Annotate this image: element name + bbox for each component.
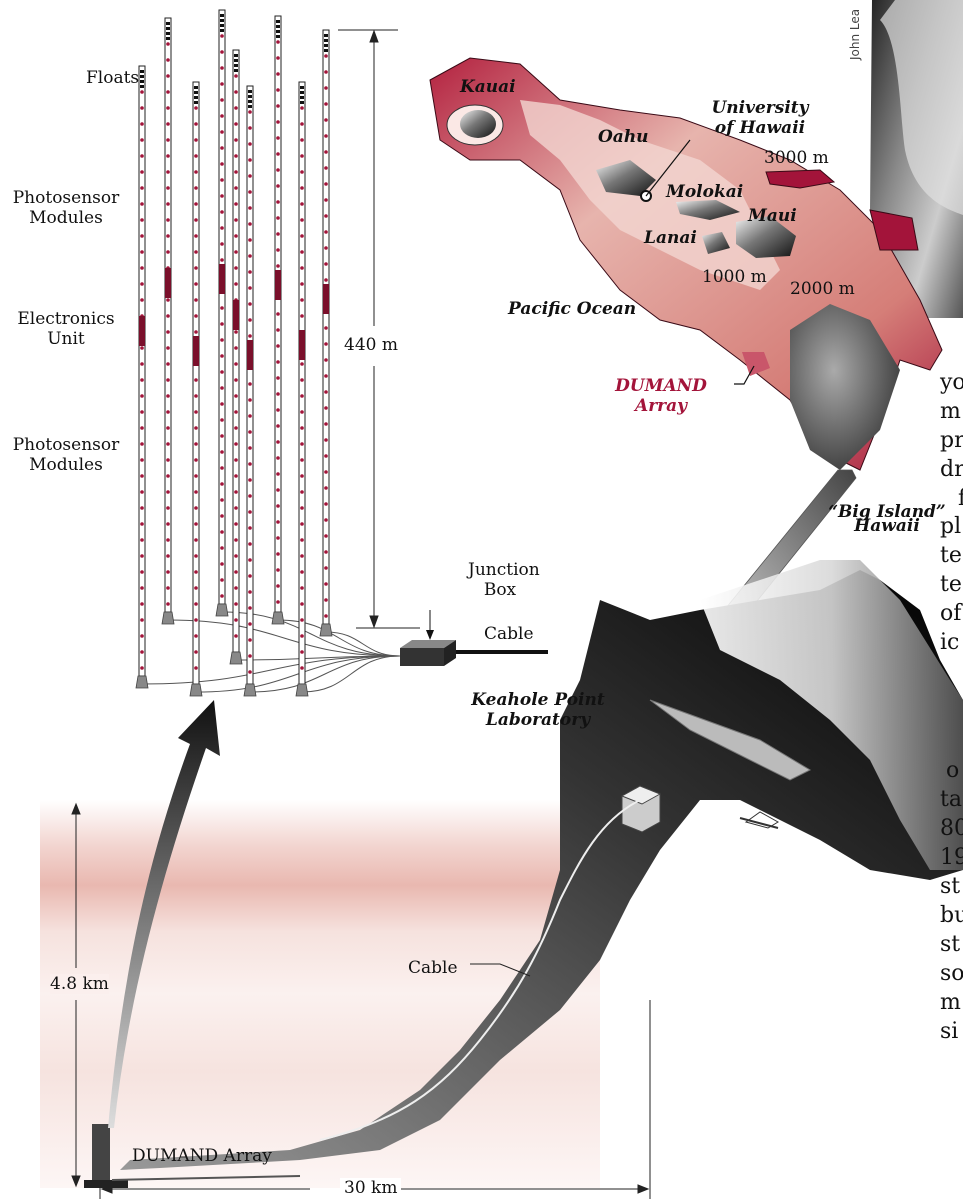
- maui-label: Maui: [748, 206, 797, 226]
- body-text-fragment: bu: [940, 901, 963, 930]
- junction-line-2: Box: [468, 580, 532, 600]
- dumand-array-map-label: DUMAND Array: [606, 376, 716, 416]
- body-text-fragment: so: [940, 959, 963, 988]
- height-label: 440 m: [344, 335, 398, 355]
- photo-credit: John Lea: [848, 9, 862, 60]
- electronics-line-1: Electronics: [4, 309, 128, 329]
- body-text-fragment: st: [940, 872, 960, 901]
- photosensor-line-1: Photosensor: [4, 188, 128, 208]
- electronics-line-2: Unit: [4, 329, 128, 349]
- cable-label-bottom: Cable: [408, 958, 458, 978]
- photosensor-line-2: Modules: [4, 208, 128, 228]
- oahu-label: Oahu: [598, 127, 649, 147]
- photosensor-line-1b: Photosensor: [4, 435, 128, 455]
- floats-label: Floats: [86, 68, 139, 88]
- cable-label-top: Cable: [484, 624, 534, 644]
- body-text-fragment: si: [940, 1017, 958, 1046]
- body-text-fragment: yo: [940, 368, 963, 397]
- body-text-fragment: 80: [940, 814, 963, 843]
- depth-1000-label: 1000 m: [702, 267, 767, 287]
- lanai-label: Lanai: [644, 228, 697, 248]
- photosensor-line-2b: Modules: [4, 455, 128, 475]
- body-text-fragment: o: [946, 756, 959, 785]
- depth-2000-label: 2000 m: [790, 279, 855, 299]
- body-text-fragment: m: [940, 988, 961, 1017]
- dumand-line-1: DUMAND: [606, 376, 716, 396]
- photosensor-modules-label-bottom: Photosensor Modules: [4, 435, 128, 475]
- body-text-fragment: of: [940, 599, 961, 628]
- depth-label: 4.8 km: [50, 974, 109, 994]
- molokai-label: Molokai: [666, 182, 743, 202]
- body-text-fragment: ic: [940, 628, 959, 657]
- body-text-fragment: st: [940, 930, 960, 959]
- dumand-array-bottom-label: DUMAND Array: [132, 1146, 272, 1166]
- dumand-line-2: Array: [606, 396, 716, 416]
- keahole-lab-label: Keahole Point Laboratory: [468, 690, 608, 730]
- body-text-fragment: m: [940, 397, 961, 426]
- university-label: University of Hawaii: [690, 98, 830, 138]
- electronics-unit-label: Electronics Unit: [4, 309, 128, 349]
- body-text-fragment: pr: [940, 426, 963, 455]
- height-dimension: [338, 30, 420, 628]
- body-text-fragment: te: [940, 570, 962, 599]
- body-text-fragment: f: [958, 484, 963, 513]
- junction-line-1: Junction: [468, 560, 532, 580]
- university-line-1: University: [690, 98, 830, 118]
- body-text-fragment: te: [940, 541, 962, 570]
- big-island-label: “Big Island” Hawaii: [824, 502, 950, 536]
- kauai-label: Kauai: [460, 77, 516, 97]
- lab-line-2: Laboratory: [468, 710, 608, 730]
- lab-line-1: Keahole Point: [468, 690, 608, 710]
- university-line-2: of Hawaii: [690, 118, 830, 138]
- pacific-ocean-label: Pacific Ocean: [508, 299, 636, 319]
- body-text-fragment: pl: [940, 512, 961, 541]
- body-text-fragment: 19: [940, 843, 963, 872]
- photosensor-modules-label-top: Photosensor Modules: [4, 188, 128, 228]
- distance-label: 30 km: [340, 1178, 401, 1198]
- depth-3000-label: 3000 m: [764, 148, 829, 168]
- body-text-fragment: ta: [940, 785, 962, 814]
- body-text-fragment: dr: [940, 455, 963, 484]
- junction-box-label: Junction Box: [468, 560, 532, 600]
